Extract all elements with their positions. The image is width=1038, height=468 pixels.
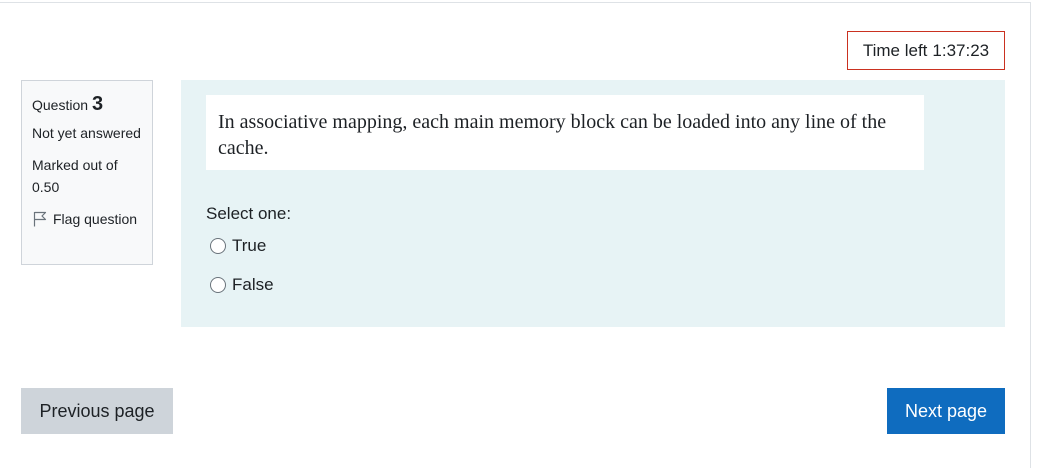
answer-prompt: Select one: [206, 204, 292, 223]
previous-page-button[interactable]: Previous page [21, 388, 173, 434]
question-number-label: Question [32, 97, 89, 113]
radio-button-true[interactable] [210, 238, 226, 254]
quiz-timer: Time left 1:37:23 [847, 31, 1005, 70]
flag-question-link[interactable]: Flag question [32, 208, 142, 230]
answer-option-label: False [232, 275, 274, 294]
question-number-value: 3 [92, 93, 104, 115]
flag-question-label: Flag question [53, 211, 138, 227]
answer-option-true[interactable]: True [210, 236, 266, 256]
content-frame-right-border [1030, 2, 1031, 468]
question-grade: Marked out of 0.50 [32, 157, 118, 195]
question-state: Not yet answered [32, 125, 141, 141]
flag-icon [33, 211, 47, 227]
question-content: In associative mapping, each main memory… [181, 80, 1005, 327]
next-page-button[interactable]: Next page [887, 388, 1005, 434]
answer-option-label: True [232, 236, 267, 255]
timer-label: Time left [862, 40, 928, 60]
radio-button-false[interactable] [210, 277, 226, 293]
question-text: In associative mapping, each main memory… [206, 95, 924, 170]
content-frame-top-border [0, 2, 1031, 3]
answer-option-false[interactable]: False [210, 275, 274, 295]
timer-value: 1:37:23 [932, 40, 990, 60]
